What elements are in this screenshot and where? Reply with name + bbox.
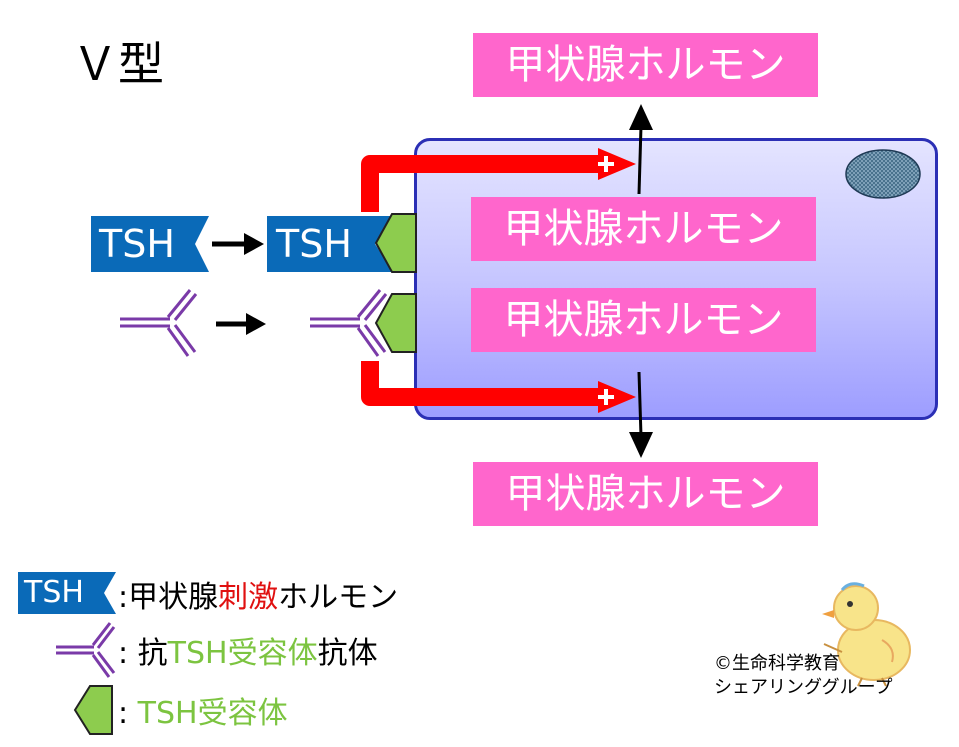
antibody-bound-icon [310, 289, 388, 357]
legend-tsh-tag-shape [18, 572, 116, 614]
legend-tsh-desc-red: 刺激 [218, 580, 279, 615]
legend-antibody-suffix: 抗体 [317, 636, 378, 671]
stimulus-arrow-top [361, 148, 636, 212]
tsh-tag-bound-label: TSH [276, 222, 352, 266]
antibody-approach-arrow [216, 313, 266, 335]
tsh-approach-arrow [212, 233, 264, 255]
legend-tsh-desc-prefix: :甲状腺 [118, 580, 219, 615]
tsh-tag-bound-shape [267, 216, 393, 272]
legend-receptor-description: : TSH受容体 [118, 688, 288, 732]
hormone-box-inner-2: 甲状腺ホルモン [471, 288, 816, 352]
legend-antibody-prefix: : 抗 [118, 636, 168, 671]
tsh-tag-left-shape [91, 216, 209, 272]
tsh-receptor-bottom [374, 293, 417, 353]
antibody-free-icon [120, 289, 198, 357]
hormone-box-bottom: 甲状腺ホルモン [473, 462, 818, 526]
secretion-arrow-down [629, 371, 653, 458]
legend-receptor-prefix: : [118, 696, 138, 731]
hormone-box-top: 甲状腺ホルモン [473, 33, 818, 97]
copyright-line-1: ©生命科学教育 [714, 653, 840, 674]
stimulus-arrow-bottom [361, 361, 636, 413]
legend-tsh-desc-suffix: ホルモン [278, 580, 399, 615]
legend-antibody-description: : 抗TSH受容体抗体 [118, 628, 378, 672]
legend-tsh-description: :甲状腺刺激ホルモン [118, 572, 398, 616]
hormone-box-inner-1: 甲状腺ホルモン [471, 197, 816, 261]
tsh-tag-left-label: TSH [99, 222, 175, 266]
tsh-receptor-top [374, 213, 417, 273]
legend-receptor-icon [73, 685, 113, 735]
legend-tsh-tag-label: TSH [24, 575, 84, 610]
chick-mascot-icon [822, 582, 911, 687]
copyright-line-2: シェアリンググループ [714, 677, 893, 698]
secretion-arrow-up [629, 104, 653, 195]
legend-receptor-green: TSH受容体 [137, 696, 288, 731]
cell-nucleus [845, 149, 921, 199]
slide-title: Ｖ型 [72, 37, 164, 91]
legend-antibody-icon [56, 622, 116, 678]
legend-antibody-green: TSH受容体 [167, 636, 318, 671]
